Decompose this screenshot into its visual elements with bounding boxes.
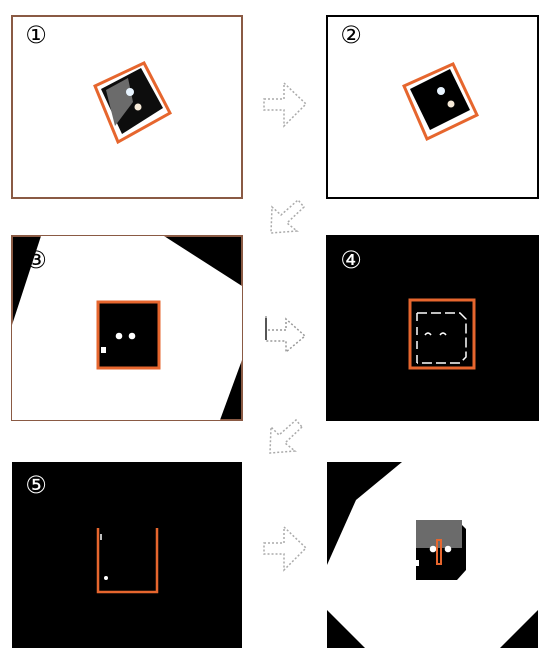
object-dot [448,101,455,108]
object-dot [430,546,437,553]
panel-number: ③ [25,246,47,274]
panel-number: ① [25,21,47,49]
panel-6: ⑥ [327,462,538,648]
panel-number: ⑥ [341,471,363,499]
object-dot [445,546,452,553]
object-dot [126,88,134,96]
panel-2: ② [327,16,538,198]
panel-3: ③ [12,236,242,420]
edge-fragment [104,576,108,580]
object-dot [129,333,136,340]
panel-4: ④ [327,236,538,420]
diagonal-arrow-row1-to-row2 [271,200,304,233]
panel-5: ⑤ [12,462,242,648]
object-dot [437,87,445,95]
panel-number: ④ [340,246,362,274]
object-notch [101,347,106,353]
object-notch [415,560,419,566]
right-arrow-row2 [266,316,305,352]
object-gray-region [416,520,462,548]
right-arrow-row3 [264,527,306,570]
object-dot [116,333,123,340]
panel-number: ② [340,21,362,49]
object-dot [135,104,142,111]
object-dark-region [103,312,155,364]
right-arrow-row1 [264,83,306,126]
diagonal-arrow-row2-to-row3 [270,420,302,453]
panel-1: ① [12,16,242,198]
panel-number: ⑤ [25,471,47,499]
